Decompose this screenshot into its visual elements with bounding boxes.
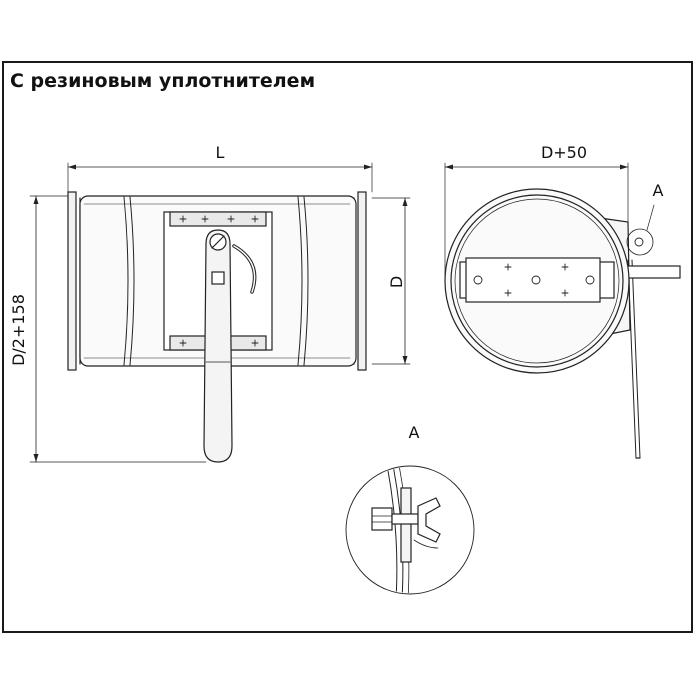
dimension-label-l: L (216, 143, 225, 162)
detail-marker-circle (626, 228, 654, 256)
detail-view-label: A (409, 423, 420, 442)
drawing-title: С резиновым уплотнителем (10, 70, 316, 92)
detail-marker-label: A (653, 181, 664, 200)
dimension-label-d: D (387, 276, 406, 288)
dimension-label-d2-158: D/2+158 (9, 294, 28, 366)
dimension-label-d50: D+50 (541, 143, 587, 162)
front-view (444, 162, 681, 459)
detail-a-view (345, 465, 475, 595)
side-view (29, 162, 411, 463)
damper-handle (203, 229, 233, 463)
